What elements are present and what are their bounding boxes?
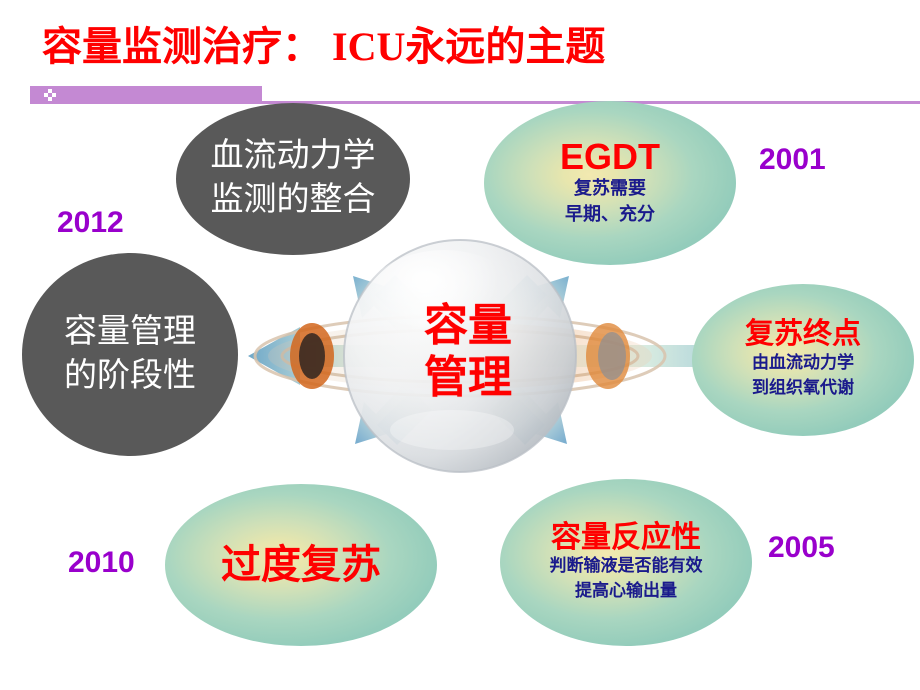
bubble-hemodynamic-line-2: 监测的整合 — [210, 182, 376, 218]
center-label-line-2: 管理 — [424, 352, 512, 402]
bubble-egdt-heading: EGDT — [559, 135, 660, 177]
title-decoration-rule — [0, 86, 920, 108]
page-title: 容量监测治疗： ICU永远的主题 — [42, 24, 606, 69]
bubble-egdt-sub-1: 复苏需要 — [574, 177, 646, 198]
bubble-responsiveness-sub-1: 判断输液是否能有效 — [549, 556, 703, 576]
year-label-2001: 2001 — [759, 143, 826, 176]
bubble-endpoint-heading: 复苏终点 — [744, 318, 861, 351]
bubble-egdt-sub-2: 早期、充分 — [565, 204, 655, 224]
bubble-endpoint-sub-2: 到组织氧代谢 — [752, 377, 854, 397]
bubble-responsiveness-heading: 容量反应性 — [551, 521, 701, 555]
title-rule-block — [30, 86, 262, 104]
bubble-resuscitation-endpoint[interactable]: 复苏终点 由血流动力学 到组织氧代谢 — [692, 284, 914, 436]
bubble-fluid-responsiveness[interactable]: 容量反应性 判断输液是否能有效 提高心输出量 — [500, 479, 752, 646]
center-label-line-1: 容量 — [424, 301, 512, 350]
center-label: 容量 管理 — [388, 300, 548, 404]
title-rule-diamond-icon — [44, 89, 56, 101]
bubble-endpoint-sub-1: 由血流动力学 — [752, 353, 854, 373]
year-label-2010: 2010 — [68, 546, 135, 579]
bubble-stage-line-1: 容量管理 — [64, 313, 196, 350]
bubble-hemodynamic-line-1: 血流动力学 — [210, 138, 376, 175]
bubble-volume-management-stages[interactable]: 容量管理 的阶段性 — [22, 253, 238, 456]
bubble-over-resuscitation[interactable]: 过度复苏 — [165, 484, 437, 646]
year-label-2012: 2012 — [57, 206, 124, 239]
bubble-stage-line-2: 的阶段性 — [64, 357, 196, 394]
year-label-2005: 2005 — [768, 531, 835, 564]
bubble-responsiveness-sub-2: 提高心输出量 — [575, 581, 677, 600]
bubble-egdt[interactable]: EGDT 复苏需要 早期、充分 — [484, 101, 736, 265]
bubble-over-resuscitation-heading: 过度复苏 — [221, 542, 381, 587]
bubble-hemodynamic-integration[interactable]: 血流动力学 监测的整合 — [176, 103, 410, 255]
